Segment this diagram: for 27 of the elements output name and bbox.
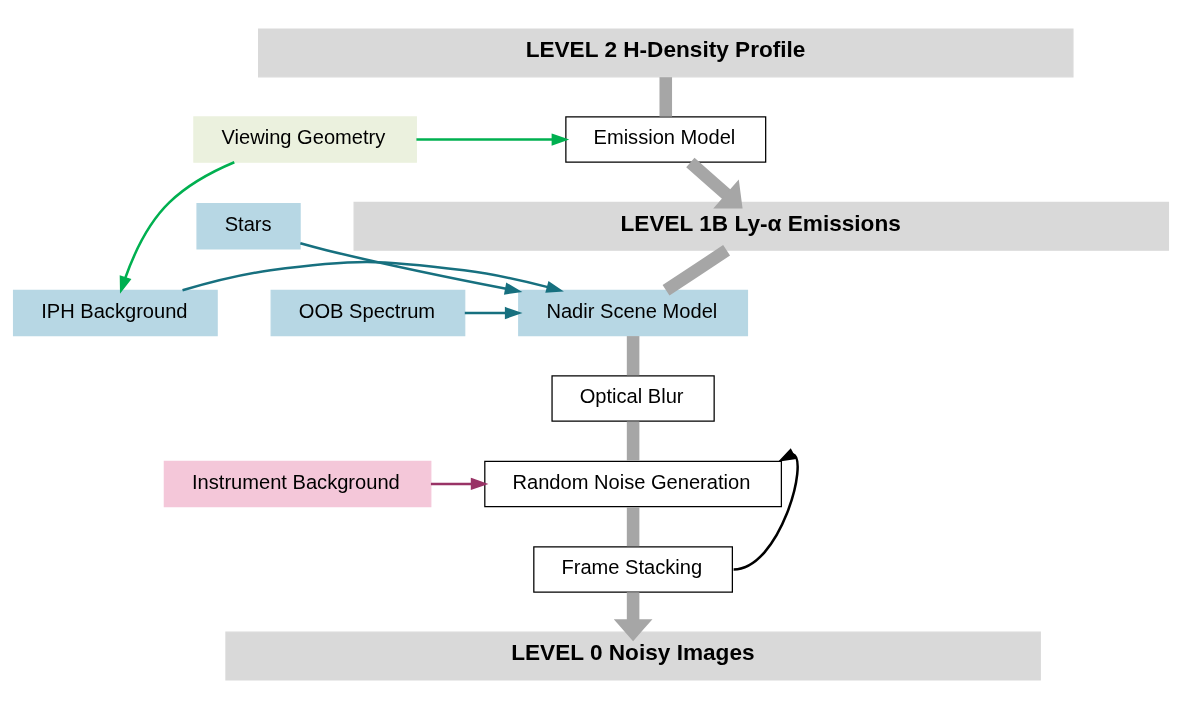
connector bbox=[662, 244, 731, 295]
node-box: Emission Model bbox=[565, 115, 767, 163]
arrow bbox=[430, 477, 489, 490]
arrow bbox=[686, 157, 743, 209]
arrow bbox=[182, 260, 564, 293]
node-box: OOB Spectrum bbox=[270, 289, 466, 336]
node-box: Random Noise Generation bbox=[484, 460, 782, 507]
arrow bbox=[464, 306, 523, 319]
node-box: IPH Background bbox=[12, 289, 218, 336]
connector bbox=[659, 76, 673, 117]
node-box: Frame Stacking bbox=[533, 545, 733, 593]
node-box: Viewing Geometry bbox=[193, 115, 417, 163]
arrow bbox=[416, 132, 570, 146]
arrow bbox=[300, 241, 523, 295]
arrow bbox=[733, 447, 799, 571]
arrow bbox=[119, 160, 235, 294]
node-box: Optical Blur bbox=[551, 374, 715, 422]
node-box: Instrument Background bbox=[163, 460, 432, 507]
node-box: Nadir Scene Model bbox=[518, 289, 749, 336]
node-box: LEVEL 2 H-Density Profile bbox=[258, 27, 1074, 77]
node-box: LEVEL 1B Ly-α Emissions bbox=[353, 201, 1170, 251]
node-box: Stars bbox=[196, 202, 301, 250]
node-box: LEVEL 0 Noisy Images bbox=[225, 631, 1041, 681]
arrow bbox=[613, 591, 653, 641]
connector bbox=[626, 421, 640, 461]
connector bbox=[626, 506, 640, 546]
connector bbox=[626, 335, 640, 375]
